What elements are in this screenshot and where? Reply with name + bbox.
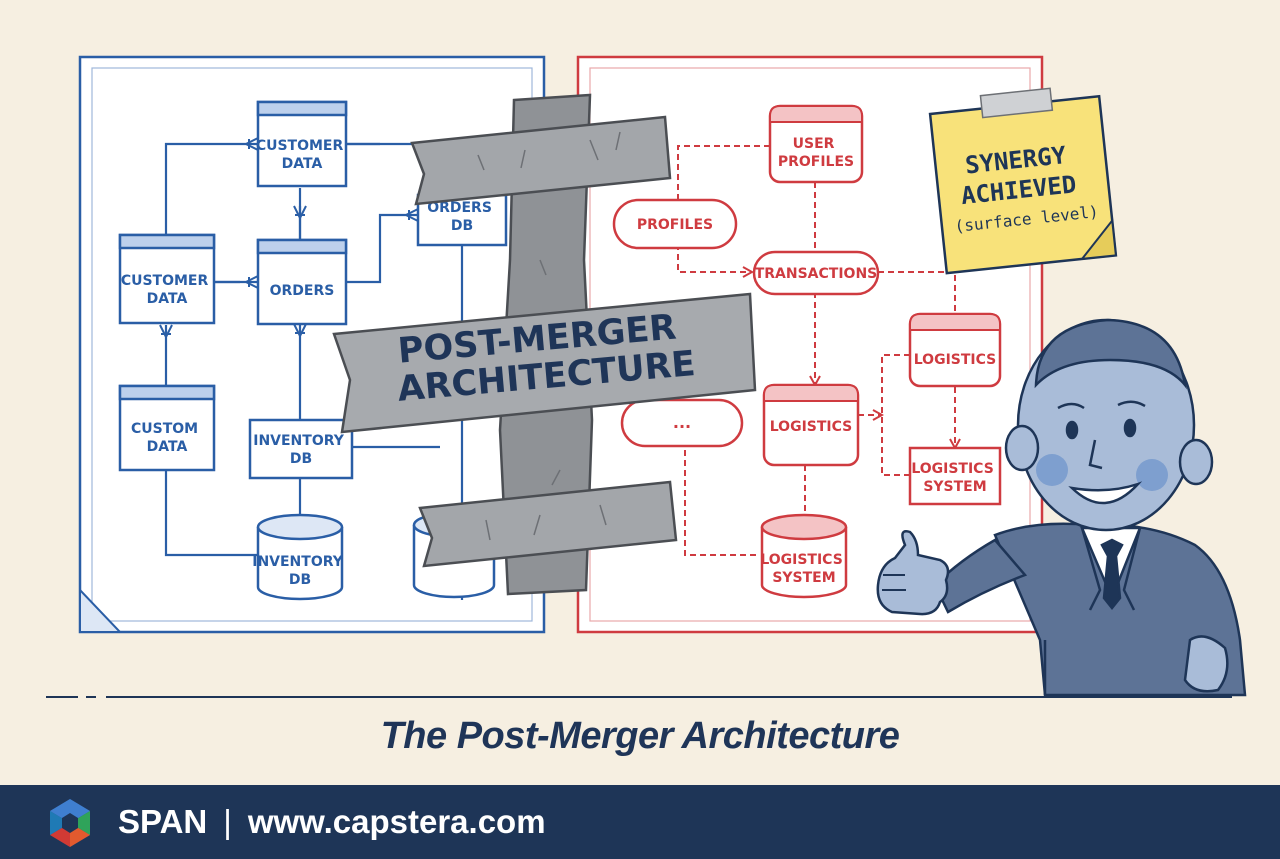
left-connections — [166, 144, 464, 600]
footer-bar: SPAN | www.capstera.com — [0, 785, 1280, 859]
svg-text:INVENTORY DB: INVENTORY DB — [253, 433, 349, 467]
node-customer-data-top: CUSTOMER DATA — [256, 100, 348, 188]
svg-text:ORDERS: ORDERS — [270, 283, 335, 299]
sticky-note: SYNERGY ACHIEVED (surface level) — [928, 87, 1118, 275]
node-label: LOGISTICS — [914, 352, 996, 368]
footer-brand: SPAN — [118, 803, 208, 840]
node-user-profiles: USER PROFILES — [768, 104, 864, 184]
node-label: LOGISTICS — [911, 461, 993, 477]
businessman-mascot — [876, 318, 1247, 697]
svg-text:CUSTOMER DATA: CUSTOMER DATA — [256, 138, 348, 172]
node-inventory-db: INVENTORY DB — [248, 418, 354, 480]
node-orders: ORDERS — [256, 238, 348, 326]
svg-text:ORDERS DB: ORDERS DB — [427, 200, 497, 234]
svg-text:CUSTOM DATA: CUSTOM DATA — [131, 421, 203, 455]
footer-url-link[interactable]: www.capstera.com — [247, 803, 546, 840]
node-transactions: TRANSACTIONS — [752, 250, 880, 296]
node-logistics-system-cylinder: LOGISTICS SYSTEM — [760, 513, 848, 599]
svg-text:LOGISTICS SYSTEM: LOGISTICS SYSTEM — [760, 552, 847, 586]
node-label: DATA — [147, 439, 188, 455]
caption: The Post-Merger Architecture — [380, 715, 900, 757]
node-inventory-db-cylinder: INVENTORY DB — [252, 513, 348, 601]
node-label: TRANSACTIONS — [755, 266, 878, 282]
span-logo-icon — [50, 799, 90, 847]
node-label: DATA — [147, 291, 188, 307]
node-logistics-center: LOGISTICS — [762, 383, 860, 467]
svg-text:INVENTORY DB: INVENTORY DB — [252, 554, 348, 588]
node-customer-data-left: CUSTOMER DATA — [118, 233, 216, 325]
node-profiles: PROFILES — [612, 198, 738, 250]
node-logistics-top: LOGISTICS — [908, 312, 1002, 388]
node-label: DB — [289, 572, 311, 588]
node-label: ... — [673, 413, 691, 432]
svg-text:CUSTOMER DATA: CUSTOMER DATA — [121, 273, 213, 307]
node-ellipsis: ... — [620, 398, 744, 448]
node-label: ORDERS — [427, 200, 492, 216]
node-label: DB — [290, 451, 312, 467]
node-label: ORDERS — [270, 283, 335, 299]
node-custom-data: CUSTOM DATA — [118, 384, 216, 472]
node-label: CUSTOMER — [121, 273, 209, 289]
node-label: LOGISTICS — [760, 552, 842, 568]
node-label: USER — [793, 136, 835, 152]
node-label: SYSTEM — [923, 479, 986, 495]
node-label: SYSTEM — [772, 570, 835, 586]
svg-text:LOGISTICS SYSTEM: LOGISTICS SYSTEM — [911, 461, 998, 495]
node-label: CUSTOM — [131, 421, 198, 437]
node-label: DATA — [282, 156, 323, 172]
node-label: DB — [451, 218, 473, 234]
node-label: PROFILES — [637, 217, 713, 233]
tape-banner: POST-MERGER ARCHITECTURE — [332, 292, 757, 434]
node-logistics-system-box: LOGISTICS SYSTEM — [908, 446, 1002, 506]
node-label: PROFILES — [778, 154, 854, 170]
node-label: LOGISTICS — [770, 419, 852, 435]
svg-text:USER PROFILES: USER PROFILES — [778, 136, 854, 170]
footer-text: SPAN | www.capstera.com — [118, 803, 546, 841]
node-label: INVENTORY — [252, 554, 344, 570]
node-label: INVENTORY — [253, 433, 345, 449]
node-label: CUSTOMER — [256, 138, 344, 154]
footer-separator: | — [223, 803, 232, 840]
